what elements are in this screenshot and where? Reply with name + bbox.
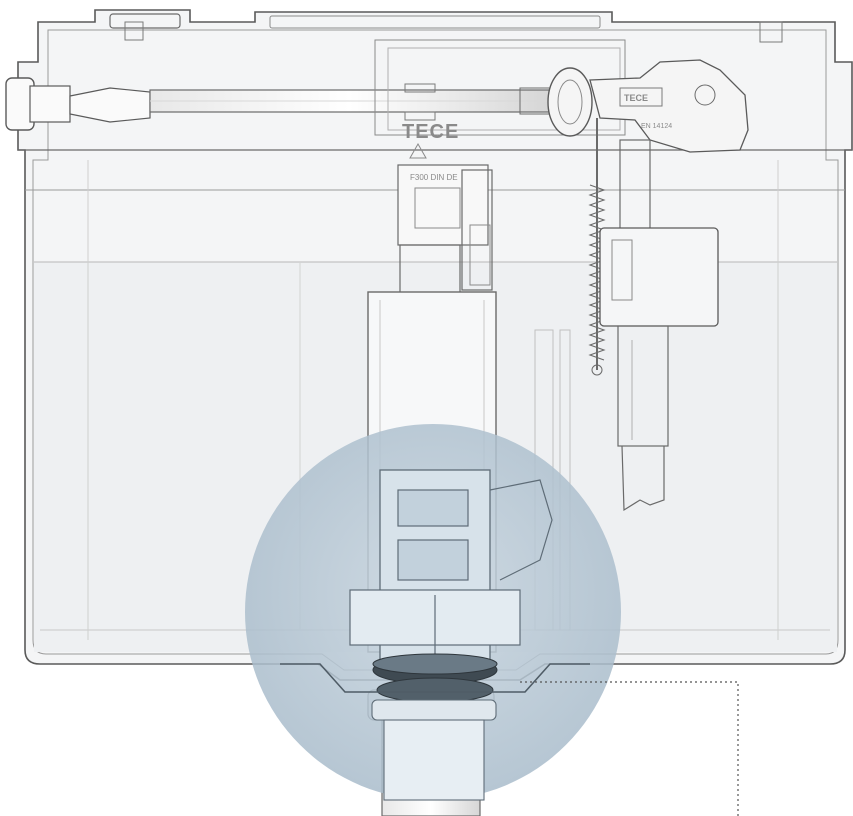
magnifier-circle [245,424,621,801]
standard-label: EN 14124 [641,123,672,130]
valve-label: F300 DIN DE [410,173,458,182]
fill-valve: TECE EN 14124 [547,59,749,512]
inlet-pipe [5,77,551,131]
brand-mark: TECE [402,121,459,143]
cap-label: TECE [624,93,648,103]
